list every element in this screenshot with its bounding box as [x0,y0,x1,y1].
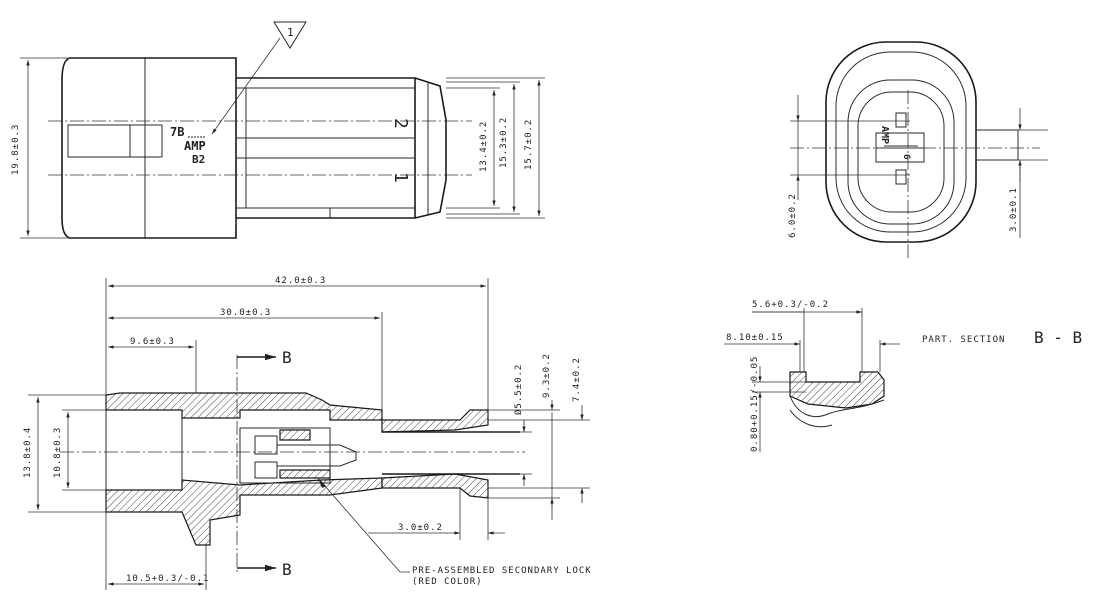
dim-13-4: 13.4±0.2 [479,121,489,172]
dim-9-3: 9.3±0.2 [542,353,552,398]
dim-overall-height: 19.8±0.3 [11,124,21,175]
end-view-number: 6 [901,154,911,159]
lock-note-line2: (RED COLOR) [412,577,483,587]
dim-overall-length: 42.0±0.3 [275,276,326,286]
pin-label-2: 2 [390,118,411,129]
dim-length-9-6: 9.6±0.3 [130,337,175,347]
lock-note-line1: PRE-ASSEMBLED SECONDARY LOCK [412,566,592,576]
note-triangle-number: 1 [287,26,294,39]
section-mark-top: B [282,348,292,367]
note-triangle [273,21,307,49]
section-view: B B 42.0±0.3 30.0±0.3 9.6±0.3 13.8±0.4 1… [23,276,592,590]
marking-amp: AMP [184,139,206,153]
dim-7-4: 7.4±0.2 [572,357,582,402]
section-mark-bottom: B [282,560,292,579]
dim-height-13-8: 13.8±0.4 [23,427,33,478]
dim-diameter-5-5: Ø5.5±0.2 [513,364,524,415]
marking-7b: 7B [170,125,184,139]
dim-15-3: 15.3±0.2 [499,117,509,168]
pin-label-1: 1 [390,172,411,183]
dim-part-8-10: 8.10±0.15 [726,333,784,343]
dim-length-30: 30.0±0.3 [220,308,271,318]
dim-length-3-0: 3.0±0.2 [398,523,443,533]
dim-part-0-80: 0.80+0.15/-0.05 [750,356,760,452]
dim-end-6-0: 6.0±0.2 [788,193,798,238]
marking-b2: B2 [192,153,205,166]
dim-part-5-6: 5.6+0.3/-0.2 [752,300,829,310]
part-section-bb: 5.6+0.3/-0.2 8.10±0.15 0.80+0.15/-0.05 P… [724,300,1082,452]
dim-end-3-0: 3.0±0.1 [1009,187,1019,232]
end-view: AMP 6 6.0±0.2 3.0±0.1 [788,41,1048,258]
end-view-amp: AMP [879,126,890,144]
part-section-label: PART. SECTION [922,335,1005,345]
dim-length-10-5: 10.5+0.3/-0.1 [126,574,209,584]
top-view: 7B AMP B2 2 1 1 19.8±0.3 13.4±0.2 15.3±0… [11,21,545,239]
part-section-letters: B - B [1034,328,1082,347]
dim-15-7: 15.7±0.2 [524,119,534,170]
dim-height-10-8: 10.8±0.3 [53,427,63,478]
